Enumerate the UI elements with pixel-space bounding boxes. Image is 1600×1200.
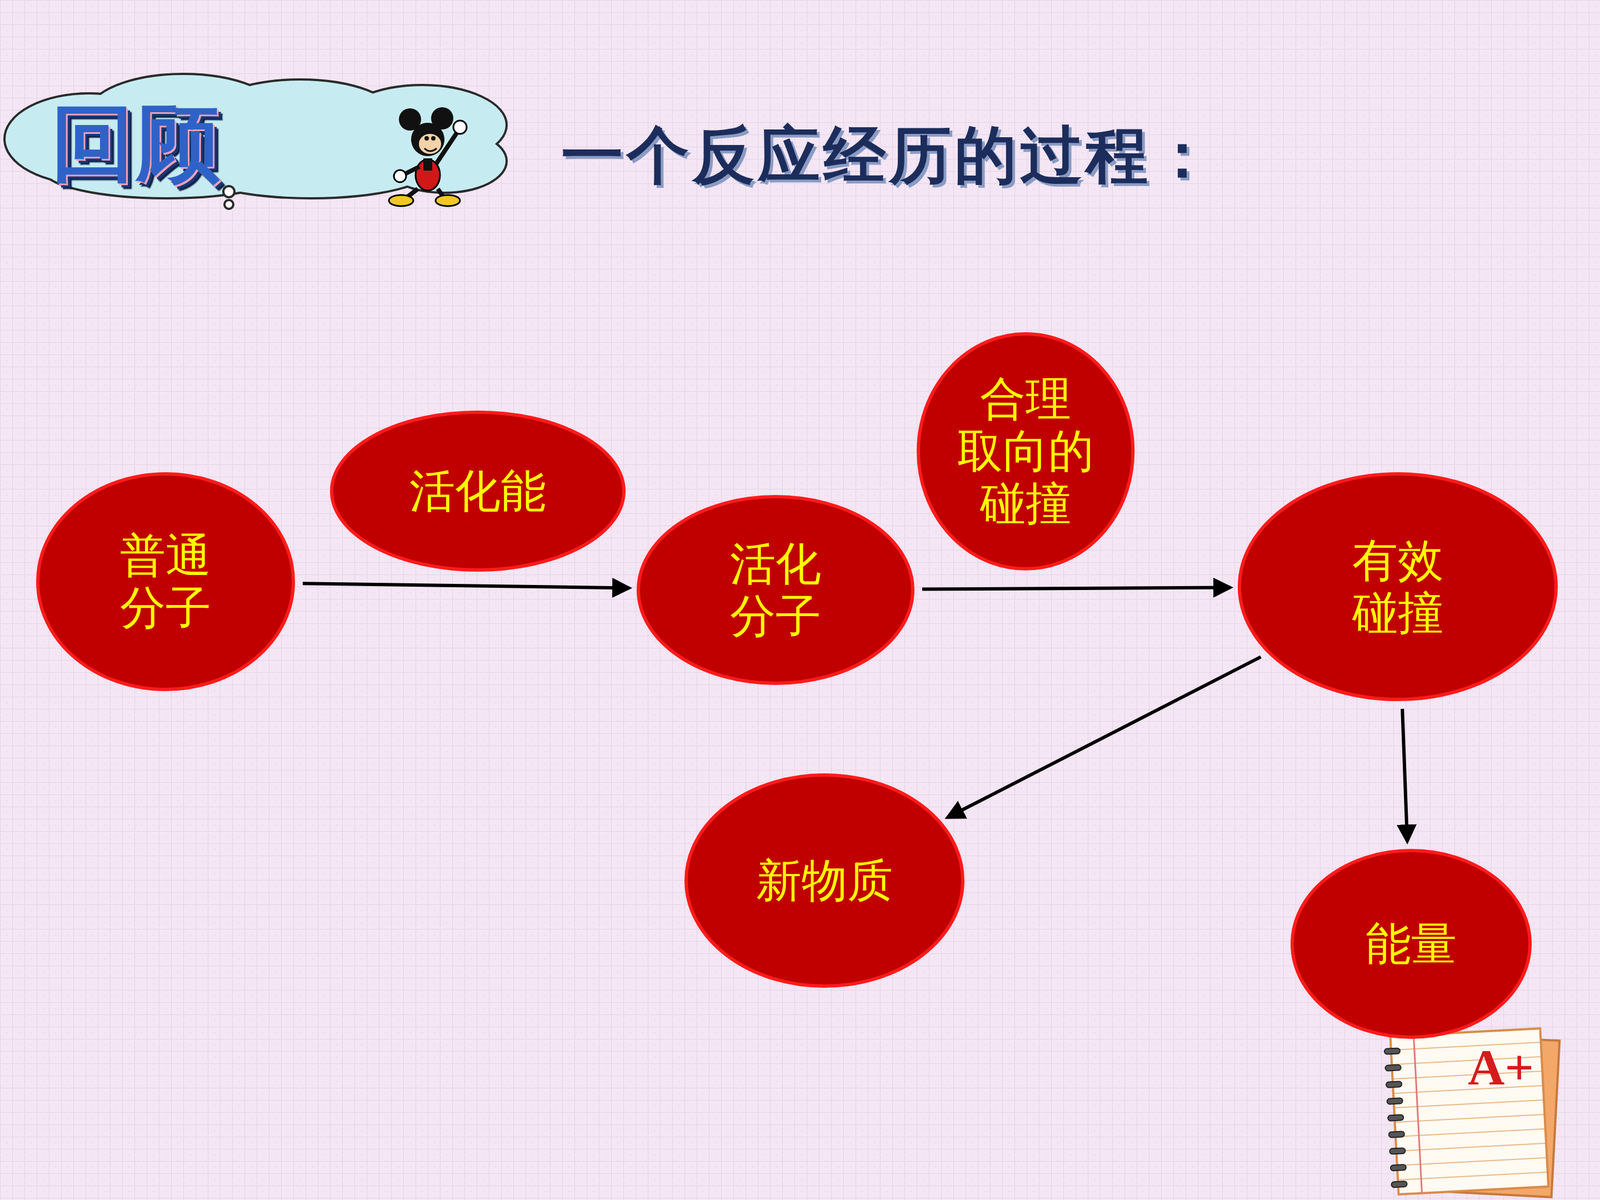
- ellipse-fill: [1292, 850, 1530, 1038]
- spiral-ring: [1385, 1064, 1401, 1071]
- molecule-ellipse: 普通 分子: [36, 472, 295, 692]
- spiral-ring: [1387, 1114, 1404, 1121]
- ellipse-fill: [331, 412, 624, 570]
- node-text: 新物质: [756, 854, 893, 907]
- node-text: 普通 分子: [120, 529, 212, 635]
- spiral-ring: [1390, 1164, 1407, 1171]
- spiral-ring: [1389, 1147, 1405, 1154]
- ellipse-fill: [638, 496, 913, 684]
- node-text: 活化 分子: [730, 537, 822, 643]
- ellipse-fill: [918, 333, 1133, 569]
- cloud: [5, 75, 506, 209]
- flow-arrow: [922, 587, 1230, 590]
- spiral-ring: [1391, 1181, 1407, 1188]
- mouse-figure: [388, 107, 467, 207]
- node-text: 活化能: [409, 465, 547, 518]
- review-badge: 回顾: [51, 88, 223, 202]
- flow-arrow: [1402, 708, 1408, 842]
- grade-mark: A+: [1467, 1037, 1534, 1097]
- energy-ellipse: 能量: [1290, 848, 1532, 1039]
- notebook-icon: [1384, 1028, 1560, 1198]
- collision-ellipse: 有效 碰撞: [1237, 472, 1558, 702]
- spiral-ring: [1384, 1047, 1400, 1054]
- ellipse-fill: [37, 473, 294, 690]
- spiral-ring: [1388, 1131, 1405, 1138]
- node-text: 有效 碰撞: [1352, 534, 1444, 640]
- energy-ellipse: 活化能: [330, 410, 626, 572]
- flow-arrow: [947, 656, 1262, 818]
- spiral-ring: [1386, 1081, 1402, 1088]
- product-ellipse: 新物质: [684, 773, 965, 988]
- node-text: 能量: [1365, 917, 1457, 970]
- molecule-ellipse: 活化 分子: [636, 495, 915, 685]
- spiral-ring: [1386, 1097, 1403, 1104]
- ellipse-fill: [1239, 473, 1557, 700]
- slide-title: 一个反应经历的过程：: [561, 113, 1217, 198]
- collision-ellipse: 合理 取向的 碰撞: [916, 332, 1135, 571]
- node-text: 合理 取向的 碰撞: [957, 372, 1094, 530]
- ellipse-fill: [686, 775, 963, 987]
- flow-arrow: [302, 583, 629, 588]
